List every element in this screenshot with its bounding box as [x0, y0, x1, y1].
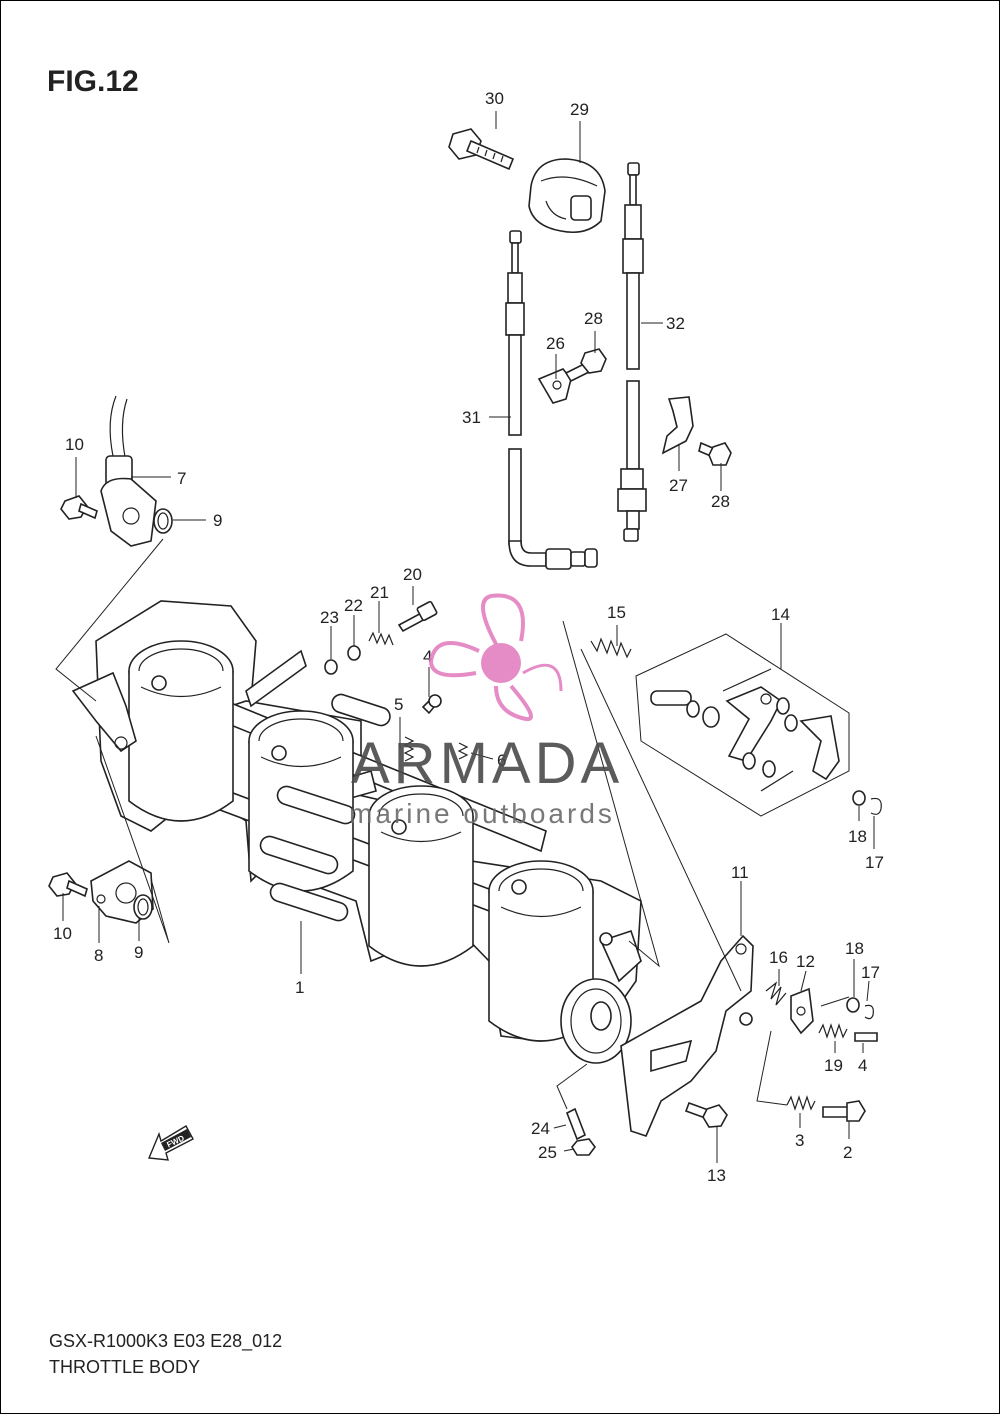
- model-code: GSX-R1000K3 E03 E28_012: [49, 1331, 282, 1352]
- spring-16: [765, 981, 787, 1006]
- callout-label: 4: [423, 647, 432, 666]
- washer-22: [347, 645, 361, 661]
- callout-label: 23: [320, 608, 339, 627]
- callout-label: 17: [861, 963, 880, 982]
- callout-label: 7: [177, 469, 186, 488]
- callout-label: 6: [497, 751, 506, 770]
- callout-label: 24: [531, 1119, 550, 1138]
- screw-10-lower: [48, 872, 88, 898]
- spring-15: [590, 637, 632, 659]
- cable-grommet-29: [528, 158, 606, 234]
- adjust-screw-20: [397, 600, 438, 633]
- leader-lines: [55, 111, 875, 1163]
- throttle-cable-32: [617, 162, 647, 542]
- callout-label: 19: [824, 1056, 843, 1075]
- callout-label: 28: [711, 492, 730, 511]
- callout-label: 18: [848, 827, 867, 846]
- callout-label: 26: [546, 334, 565, 353]
- callout-label: 10: [65, 435, 84, 454]
- callout-label: 20: [403, 565, 422, 584]
- callout-label: 29: [570, 100, 589, 119]
- spring-5: [403, 736, 415, 762]
- section-name: THROTTLE BODY: [49, 1357, 200, 1377]
- screw-4-lower: [854, 1032, 878, 1042]
- lever-12: [790, 987, 814, 1035]
- callout-label: 13: [707, 1166, 726, 1185]
- callout-label: 3: [795, 1131, 804, 1150]
- clip-17-lower: [864, 1004, 874, 1020]
- o-ring-9-lower: [133, 894, 153, 920]
- bolt-28-upper: [580, 348, 607, 374]
- throttle-body-assembly-1: [71, 600, 642, 1064]
- screw-13: [684, 1101, 728, 1128]
- clip-17-upper: [870, 797, 882, 815]
- callout-label: 18: [845, 939, 864, 958]
- nut-25: [571, 1138, 596, 1156]
- cable-bracket-11: [620, 934, 754, 1137]
- callout-label: 27: [669, 476, 688, 495]
- screw-4-upper: [421, 694, 442, 715]
- bolt-2: [822, 1100, 866, 1122]
- callout-label: 22: [344, 596, 363, 615]
- callout-label: 5: [394, 695, 403, 714]
- callout-label: 17: [865, 853, 884, 872]
- callout-label: 1: [295, 978, 304, 997]
- callout-label: 12: [796, 952, 815, 971]
- spring-19: [818, 1023, 848, 1039]
- callout-label: 15: [607, 603, 626, 622]
- propeller-logo: [428, 593, 563, 722]
- callout-label: 25: [538, 1143, 557, 1162]
- spring-3: [786, 1095, 816, 1111]
- bolt-30: [448, 128, 515, 171]
- callout-label: 16: [769, 948, 788, 967]
- callout-label: 9: [213, 511, 222, 530]
- watermark-brand: ARMADA: [351, 731, 623, 796]
- throttle-position-sensor-7: [100, 395, 157, 547]
- callout-label: 31: [462, 408, 481, 427]
- callout-label: 10: [53, 924, 72, 943]
- callout-label: 2: [843, 1143, 852, 1162]
- throttle-cable-31: [505, 230, 598, 570]
- watermark: ARMADA marine outboards: [349, 593, 623, 829]
- washer-18-lower: [846, 997, 860, 1013]
- watermark-tagline: marine outboards: [349, 798, 615, 829]
- cable-bracket-27: [661, 396, 694, 455]
- callout-labels: 30 29 28 26 32 31 27 28 10 7 9 20 21 22 …: [53, 89, 884, 1185]
- callout-label: 8: [94, 946, 103, 965]
- callout-label: 21: [370, 583, 389, 602]
- callout-label: 30: [485, 89, 504, 108]
- screw-24: [565, 1107, 587, 1141]
- callout-label: 28: [584, 309, 603, 328]
- callout-label: 32: [666, 314, 685, 333]
- linkage-kit-14: [635, 633, 850, 817]
- washer-23: [324, 659, 338, 675]
- figure-title: FIG.12: [47, 65, 139, 98]
- callout-label: 14: [771, 605, 790, 624]
- cable-bracket-26: [537, 361, 593, 404]
- fwd-direction-badge: FWD: [147, 1125, 194, 1161]
- screw-10-upper: [60, 495, 98, 520]
- callout-label: 11: [731, 863, 749, 882]
- callout-label: 4: [858, 1056, 867, 1075]
- spring-6: [457, 742, 469, 760]
- washer-18-upper: [852, 790, 866, 806]
- callout-label: 9: [134, 943, 143, 962]
- bolt-28-lower: [698, 441, 732, 466]
- spring-21: [368, 631, 394, 646]
- o-ring-9-upper: [153, 508, 173, 534]
